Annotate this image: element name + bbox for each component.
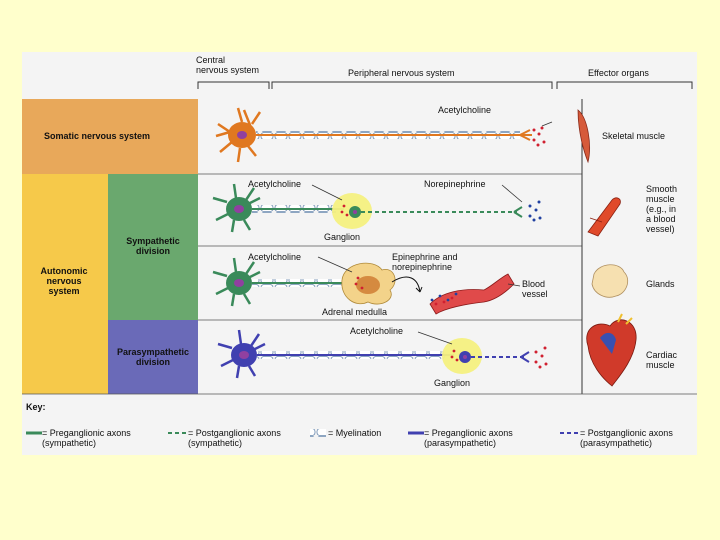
smooth-muscle-icon xyxy=(587,197,621,237)
norepinephrine-label: Norepinephrine xyxy=(424,179,486,189)
key-preganglionic-sympathetic: = Preganglionic axons (sympathetic) xyxy=(42,428,131,448)
skeletal-muscle-label: Skeletal muscle xyxy=(602,131,666,141)
autonomic-nervous-system-label: Autonomic nervous system xyxy=(40,266,88,296)
header-brackets xyxy=(197,81,693,89)
parasympathetic-box xyxy=(108,320,198,394)
diagram-graphics xyxy=(22,81,697,437)
sympathetic-neuron xyxy=(212,183,344,233)
somatic-box xyxy=(22,99,198,174)
central-nervous-system-label: Central nervous system xyxy=(196,55,260,75)
parasympathetic-division-label: Parasympathetic division xyxy=(116,347,190,367)
key-myelination: = Myelination xyxy=(328,428,382,438)
parasympathetic-neuron xyxy=(217,329,454,379)
somatic-nervous-system-label: Somatic nervous system xyxy=(44,131,151,141)
epinephrine-norepinephrine-label: Epinephrine and norepinephrine xyxy=(392,252,458,272)
key-postganglionic-sympathetic: = Postganglionic axons (sympathetic) xyxy=(188,428,281,448)
effector-organs-label: Effector organs xyxy=(588,68,649,78)
glands-label: Glands xyxy=(646,279,675,289)
ganglion-parasympathetic-label: Ganglion xyxy=(434,378,471,388)
skeletal-muscle-icon xyxy=(577,109,590,164)
key-title: Key: xyxy=(26,402,46,412)
somatic-neuron xyxy=(215,107,532,163)
adrenal-neuron xyxy=(212,257,358,307)
acetylcholine-somatic-label: Acetylcholine xyxy=(438,105,492,115)
key-postganglionic-parasympathetic: = Postganglionic axons (parasympathetic) xyxy=(580,428,673,448)
glands-icon xyxy=(591,264,629,298)
acetylcholine-parasympathetic-label: Acetylcholine xyxy=(350,326,404,336)
smooth-muscle-label: Smooth muscle (e.g., in a blood vessel) xyxy=(646,184,678,234)
sympathetic-division-label: Sympathetic division xyxy=(126,236,180,256)
blood-vessel-label: Blood vessel xyxy=(522,279,548,299)
autonomic-box xyxy=(22,174,108,394)
sympathetic-box xyxy=(108,174,198,320)
acetylcholine-adrenal-label: Acetylcholine xyxy=(248,252,302,262)
key-preganglionic-parasympathetic: = Preganglionic axons (parasympathetic) xyxy=(424,428,513,448)
cardiac-muscle-label: Cardiac muscle xyxy=(646,350,678,370)
ganglion-sympathetic-label: Ganglion xyxy=(324,232,361,242)
acetylcholine-sympathetic-label: Acetylcholine xyxy=(248,179,302,189)
key-swatches xyxy=(26,429,580,437)
adrenal-medulla-label: Adrenal medulla xyxy=(322,307,388,317)
autonomic-nervous-system-diagram: Central nervous system Peripheral nervou… xyxy=(22,52,697,455)
blood-vessel-icon xyxy=(429,273,515,315)
peripheral-nervous-system-label: Peripheral nervous system xyxy=(348,68,455,78)
